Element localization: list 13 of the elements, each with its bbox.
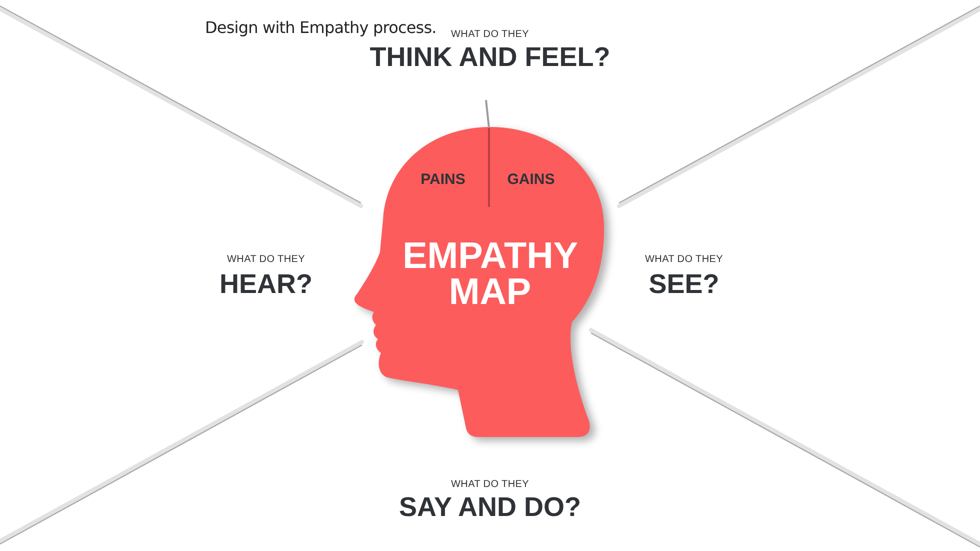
head-title: EMPATHY MAP — [402, 238, 578, 310]
section-heading: HEAR? — [220, 271, 312, 298]
prompt-label: WHAT DO THEY — [451, 30, 529, 40]
prompt-label: WHAT DO THEY — [451, 480, 529, 490]
section-heading: SEE? — [648, 271, 720, 298]
prompt-label: WHAT DO THEY — [227, 255, 305, 265]
head-silhouette — [355, 125, 605, 438]
section-label: PAINS — [420, 172, 466, 187]
prompt-label: WHAT DO THEY — [645, 255, 723, 265]
page-title: Design with Empathy process. — [205, 20, 436, 36]
section-heading: SAY AND DO? — [398, 494, 582, 521]
section-heading: THINK AND FEEL? — [370, 44, 610, 71]
section-label: GAINS — [507, 172, 555, 187]
